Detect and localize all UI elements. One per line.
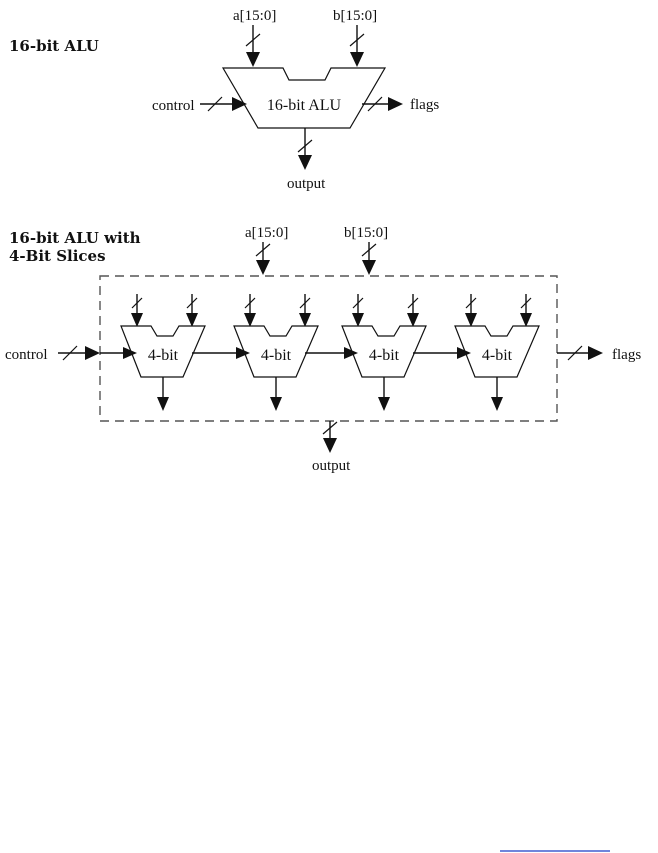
slice-4: 4-bit [413, 294, 540, 411]
slice-1-input-b-arrow [186, 294, 198, 327]
bottom-control-label: control [5, 347, 48, 363]
slice-3-alu [341, 325, 427, 378]
bottom-flags-wire [557, 345, 603, 361]
slice-3-output-arrow [378, 377, 390, 411]
bottom-input-b-label: b[15:0] [344, 225, 388, 241]
bottom-diagram-title-line1: 16-bit ALU with [9, 229, 141, 247]
slice-4-input-b-arrow [520, 294, 532, 327]
slice-2-label: 4-bit [261, 347, 292, 364]
slice-1: 4-bit [100, 294, 206, 411]
bottom-output-label: output [312, 458, 351, 474]
bottom-control-wire [58, 345, 100, 361]
slice-3-input-a-arrow [352, 294, 364, 327]
bottom-output-wire [322, 421, 338, 453]
slice-3: 4-bit [305, 294, 427, 411]
slice-1-output-arrow [157, 377, 169, 411]
slice-2-output-arrow [270, 377, 282, 411]
slice-group: 4-bit 4-bit 4-bit 4-bit [100, 294, 540, 411]
slice-4-carry-in-arrow [413, 347, 471, 359]
top-alu-block [221, 67, 387, 129]
top-output-label: output [287, 176, 326, 192]
slice-enclosure [99, 275, 558, 422]
bottom-input-b-wire [361, 242, 377, 275]
slice-1-alu [120, 325, 206, 378]
slice-4-output-arrow [491, 377, 503, 411]
top-input-b-wire [349, 25, 365, 67]
bottom-diagram-title-line2: 4-Bit Slices [9, 247, 106, 265]
top-output-wire [297, 128, 313, 170]
slice-1-label: 4-bit [148, 347, 179, 364]
slice-3-label: 4-bit [369, 347, 400, 364]
slice-2-alu [233, 325, 319, 378]
top-control-wire [200, 96, 247, 112]
top-diagram-title: 16-bit ALU [9, 37, 99, 55]
slice-2-input-b-arrow [299, 294, 311, 327]
bottom-input-a-wire [255, 242, 271, 275]
top-flags-wire [362, 96, 403, 112]
top-alu-label: 16-bit ALU [267, 97, 342, 114]
top-input-b-label: b[15:0] [333, 8, 377, 24]
slice-2-carry-in-arrow [192, 347, 250, 359]
slice-4-input-a-arrow [465, 294, 477, 327]
top-control-label: control [152, 98, 195, 114]
slice-3-input-b-arrow [407, 294, 419, 327]
slice-4-alu [454, 325, 540, 378]
slice-3-carry-in-arrow [305, 347, 358, 359]
bottom-input-a-label: a[15:0] [245, 225, 288, 241]
slice-2-input-a-arrow [244, 294, 256, 327]
slice-4-label: 4-bit [482, 347, 513, 364]
slice-1-carry-in-arrow [100, 347, 137, 359]
top-input-a-wire [245, 25, 261, 67]
bottom-flags-label: flags [612, 347, 641, 363]
slice-2: 4-bit [192, 294, 319, 411]
top-flags-label: flags [410, 97, 439, 113]
slice-1-input-a-arrow [131, 294, 143, 327]
top-input-a-label: a[15:0] [233, 8, 276, 24]
